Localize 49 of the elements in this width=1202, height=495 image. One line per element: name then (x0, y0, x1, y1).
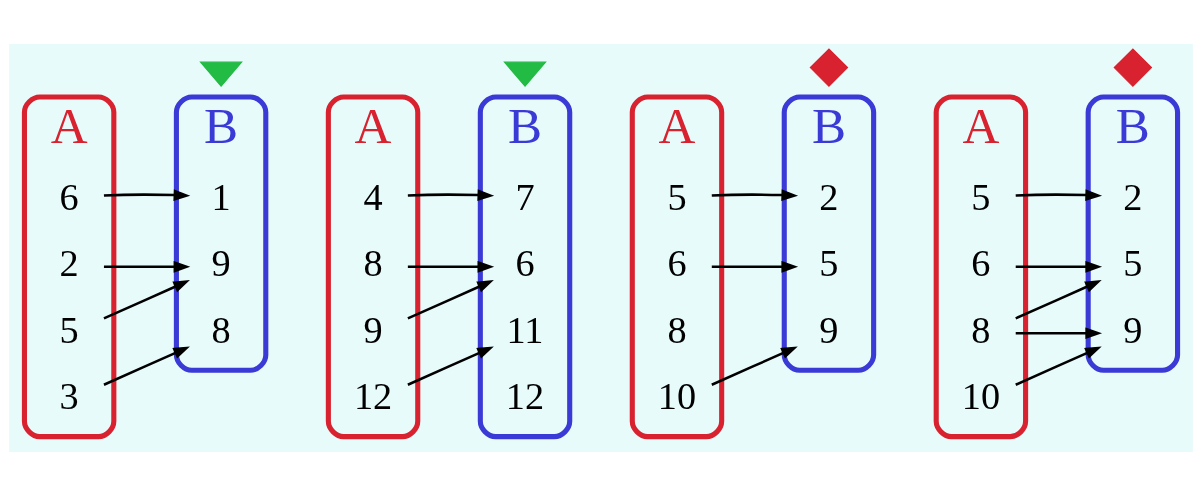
arrow (103, 279, 190, 319)
node-text: 2 (59, 241, 79, 284)
node-text: 2 (1123, 175, 1143, 218)
node-text: 6 (971, 241, 991, 284)
arrow (1015, 188, 1103, 201)
arrow (407, 188, 495, 201)
node-text: 5 (59, 308, 79, 351)
node-text: 5 (971, 175, 991, 218)
node-text: 9 (363, 308, 383, 351)
node-text: 8 (971, 308, 991, 351)
arrow (1015, 326, 1103, 339)
node-check (199, 61, 243, 87)
arrow (103, 260, 191, 273)
node-cross (809, 47, 849, 87)
node-text: 7 (515, 175, 535, 218)
node-check (503, 61, 547, 87)
node-text: 12 (505, 374, 545, 417)
node-text: 11 (506, 308, 544, 351)
node-text: 8 (363, 241, 383, 284)
arrow (711, 260, 799, 273)
arrow (1015, 260, 1103, 273)
arrow (103, 346, 190, 386)
arrow (1015, 346, 1102, 386)
arrow (407, 346, 494, 386)
node-text: 10 (657, 374, 697, 417)
arrow (407, 279, 494, 319)
node-text: 8 (667, 308, 687, 351)
node-text: 4 (363, 175, 383, 218)
node-text: 6 (667, 241, 687, 284)
arrow (407, 260, 495, 273)
node-text: 6 (515, 241, 535, 284)
node-text: 5 (1123, 241, 1143, 284)
node-text: 5 (667, 175, 687, 218)
arrow (711, 346, 798, 386)
node-text: 5 (819, 241, 839, 284)
node-text: 2 (819, 175, 839, 218)
node-text: 9 (819, 308, 839, 351)
node-cross (1113, 47, 1153, 87)
node-text: 3 (59, 374, 79, 417)
node-text: 1 (211, 175, 231, 218)
node-text: 12 (353, 374, 393, 417)
arrow (103, 188, 191, 201)
node-text: 6 (59, 175, 79, 218)
arrow (711, 188, 799, 201)
node-text: 9 (1123, 308, 1143, 351)
arrow (1015, 279, 1102, 319)
node-text: 10 (961, 374, 1001, 417)
node-text: 9 (211, 241, 231, 284)
node-text: 8 (211, 308, 231, 351)
